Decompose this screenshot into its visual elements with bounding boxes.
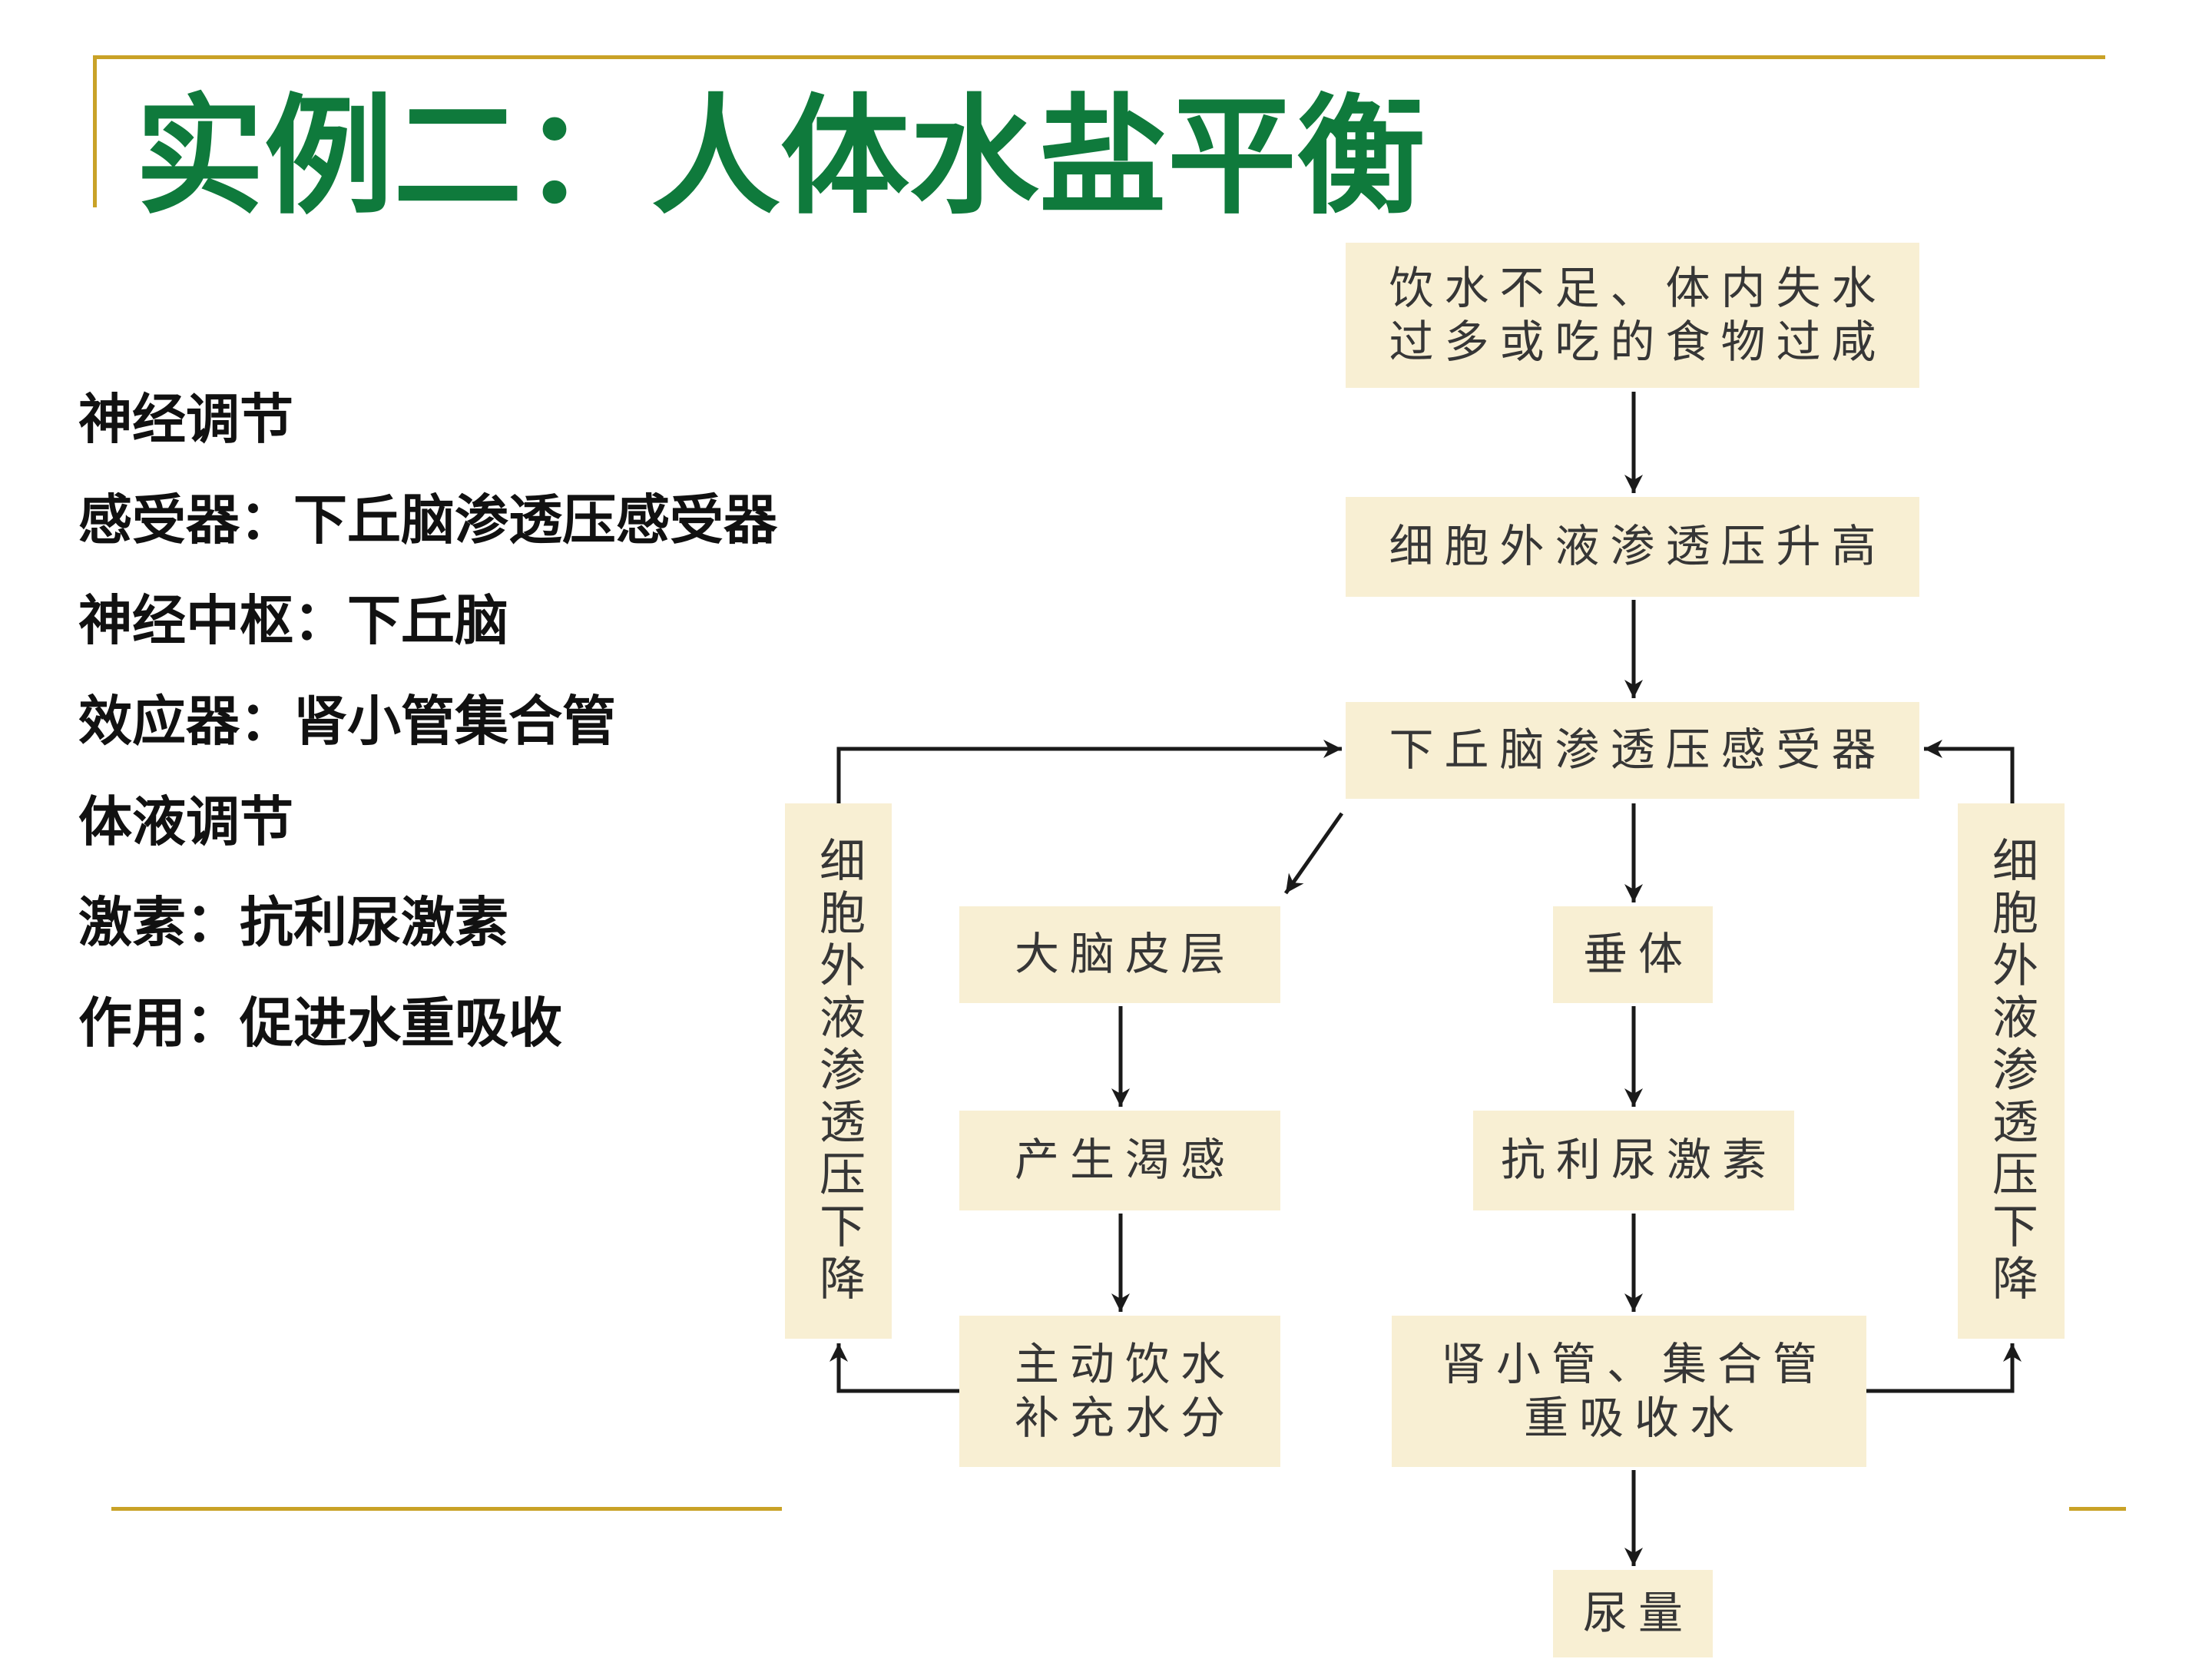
drink-line-1: 主动饮水 — [1014, 1339, 1236, 1389]
adh-box: 抗利尿激素 — [1473, 1111, 1794, 1210]
arrow-receptor-to-cortex — [1283, 812, 1344, 895]
thirst-box: 产生渴感 — [959, 1111, 1280, 1210]
note-effector: 效应器：肾小管集合管 — [78, 693, 616, 752]
receptor-label: 下丘脑渗透压感受器 — [1389, 725, 1887, 775]
cortex-box: 大脑皮层 — [959, 906, 1280, 1003]
drink-line-2: 补充水分 — [1014, 1392, 1236, 1443]
receptor-box: 下丘脑渗透压感受器 — [1346, 702, 1919, 799]
reabsorb-line-1: 肾小管、集合管 — [1440, 1339, 1828, 1389]
note-receptor: 感受器：下丘脑渗透压感受器 — [78, 492, 777, 551]
left-rule — [93, 55, 97, 207]
stimulus-line-2: 过多或吃的食物过咸 — [1389, 316, 1887, 367]
left-feedback-box: 细胞外液渗透压下降 — [785, 803, 892, 1339]
note-hormone: 激素：抗利尿激素 — [78, 894, 508, 953]
stimulus-line-1: 饮水不足、体内失水 — [1389, 263, 1887, 313]
note-center: 神经中枢：下丘脑 — [78, 592, 508, 651]
reabsorb-box: 肾小管、集合管 重吸收水 — [1392, 1316, 1866, 1467]
reabsorb-line-2: 重吸收水 — [1523, 1392, 1745, 1443]
note-neural-regulation: 神经调节 — [78, 391, 293, 450]
osmotic-rise-box: 细胞外液渗透压升高 — [1346, 497, 1919, 597]
pituitary-label: 垂体 — [1582, 929, 1694, 979]
arrow-reabsorb-to-right-feedback — [1866, 1343, 2022, 1393]
right-feedback-box: 细胞外液渗透压下降 — [1958, 803, 2065, 1339]
drink-box: 主动饮水 补充水分 — [959, 1316, 1280, 1467]
bottom-rule-left — [111, 1507, 782, 1511]
arrow-drink-to-left-feedback — [830, 1343, 959, 1393]
pituitary-box: 垂体 — [1553, 906, 1713, 1003]
arrow-left-feedback-to-receptor — [836, 740, 1342, 803]
urine-box: 尿量 — [1553, 1570, 1713, 1657]
top-rule — [93, 55, 2105, 59]
cortex-label: 大脑皮层 — [1014, 929, 1236, 979]
slide-title: 实例二：人体水盐平衡 — [135, 87, 1426, 230]
osmotic-rise-label: 细胞外液渗透压升高 — [1389, 522, 1887, 571]
left-feedback-label: 细胞外液渗透压下降 — [813, 836, 864, 1306]
notes-list: 神经调节 感受器：下丘脑渗透压感受器 神经中枢：下丘脑 效应器：肾小管集合管 体… — [78, 370, 777, 1075]
stimulus-box: 饮水不足、体内失水 过多或吃的食物过咸 — [1346, 243, 1919, 388]
thirst-label: 产生渴感 — [1014, 1135, 1236, 1185]
adh-label: 抗利尿激素 — [1500, 1135, 1777, 1185]
right-feedback-label: 细胞外液渗透压下降 — [1985, 836, 2037, 1306]
urine-label: 尿量 — [1582, 1588, 1694, 1638]
note-function: 作用：促进水重吸收 — [78, 995, 562, 1054]
arrow-right-feedback-to-receptor — [1924, 740, 2015, 803]
bottom-rule-right — [2069, 1507, 2126, 1511]
note-humoral-regulation: 体液调节 — [78, 793, 293, 853]
